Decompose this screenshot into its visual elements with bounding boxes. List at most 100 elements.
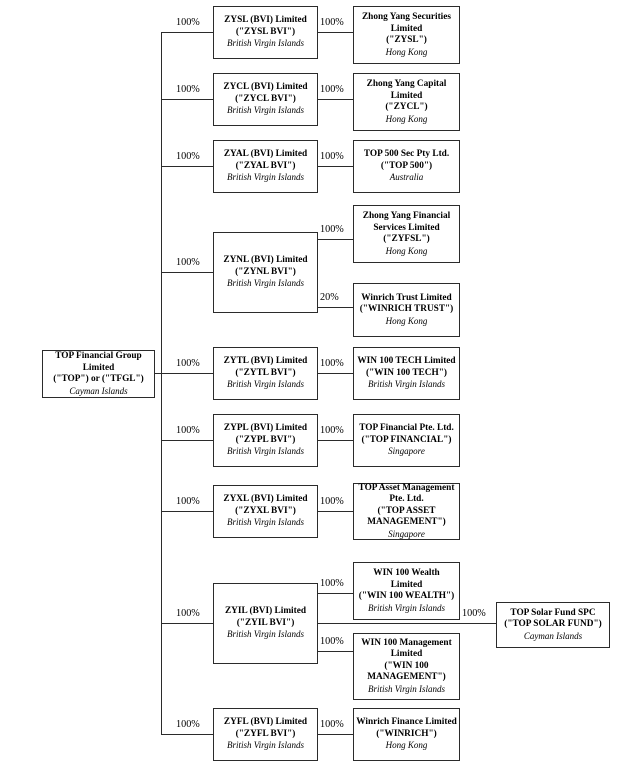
entity-name-line-1: WIN 100 TECH Limited <box>357 356 456 367</box>
connector-zyil-to-win100mgmt <box>318 651 354 653</box>
node-winrich-trust[interactable]: Winrich Trust Limited ("WINRICH TRUST") … <box>353 283 460 337</box>
entity-name-line-2: Services Limited <box>373 222 440 233</box>
pct-zynl-to-winrichtrust: 20% <box>320 292 339 303</box>
entity-jurisdiction: British Virgin Islands <box>226 629 304 640</box>
connector-zypl-to-topfinancial <box>318 440 354 442</box>
connector-zynl-to-zyfsl <box>318 239 354 241</box>
node-top-financial-pte[interactable]: TOP Financial Pte. Ltd. ("TOP FINANCIAL"… <box>353 414 460 467</box>
node-top-solar-fund[interactable]: TOP Solar Fund SPC ("TOP SOLAR FUND") Ca… <box>496 602 610 648</box>
node-win-100-management[interactable]: WIN 100 Management Limited ("WIN 100 MAN… <box>353 633 460 700</box>
node-zyal-bvi[interactable]: ZYAL (BVI) Limited ("ZYAL BVI") British … <box>213 140 318 193</box>
entity-jurisdiction: British Virgin Islands <box>226 517 304 528</box>
node-zhong-yang-securities[interactable]: Zhong Yang Securities Limited ("ZYSL") H… <box>353 6 460 64</box>
node-zynl-bvi[interactable]: ZYNL (BVI) Limited ("ZYNL BVI") British … <box>213 232 318 313</box>
entity-jurisdiction: British Virgin Islands <box>367 602 445 613</box>
connector-zyil-to-win100wealth <box>318 593 354 595</box>
entity-jurisdiction: Hong Kong <box>385 740 428 751</box>
entity-jurisdiction: British Virgin Islands <box>226 379 304 390</box>
pct-top-to-zysl: 100% <box>176 17 200 28</box>
node-zhong-yang-capital[interactable]: Zhong Yang Capital Limited ("ZYCL") Hong… <box>353 73 460 131</box>
entity-name: ZYIL (BVI) Limited <box>224 606 307 617</box>
root-jurisdiction: Cayman Islands <box>69 385 128 396</box>
pct-zyal-to-top500: 100% <box>320 151 344 162</box>
entity-jurisdiction: British Virgin Islands <box>226 278 304 289</box>
entity-name-line-1: Zhong Yang Capital <box>366 78 447 89</box>
entity-jurisdiction: British Virgin Islands <box>226 38 304 49</box>
pct-zysl-to-zyslop: 100% <box>320 17 344 28</box>
entity-name: ZYPL (BVI) Limited <box>223 423 308 434</box>
entity-jurisdiction: British Virgin Islands <box>226 740 304 751</box>
node-top-500-sec[interactable]: TOP 500 Sec Pty Ltd. ("TOP 500") Austral… <box>353 140 460 193</box>
entity-alias: ("ZYNL BVI") <box>235 266 296 277</box>
entity-alias: ("TOP 500") <box>380 160 433 171</box>
connector-trunk-zysl <box>161 32 215 34</box>
node-zytl-bvi[interactable]: ZYTL (BVI) Limited ("ZYTL BVI") British … <box>213 347 318 400</box>
entity-alias: ("TOP FINANCIAL") <box>361 434 452 445</box>
entity-alias: ("WIN 100 TECH") <box>366 367 447 378</box>
node-win-100-tech[interactable]: WIN 100 TECH Limited ("WIN 100 TECH") Br… <box>353 347 460 400</box>
entity-name: ZYNL (BVI) Limited <box>223 255 308 266</box>
pct-zypl-to-topfinancial: 100% <box>320 425 344 436</box>
node-zyfl-bvi[interactable]: ZYFL (BVI) Limited ("ZYFL BVI") British … <box>213 708 318 761</box>
trunk-vertical-main <box>161 32 163 734</box>
node-zycl-bvi[interactable]: ZYCL (BVI) Limited ("ZYCL BVI") British … <box>213 73 318 126</box>
entity-alias: ("TOP SOLAR FUND") <box>504 619 602 630</box>
entity-jurisdiction: Hong Kong <box>385 113 428 124</box>
entity-alias-line-1: ("WIN 100 <box>384 660 429 671</box>
node-zysl-bvi[interactable]: ZYSL (BVI) Limited ("ZYSL BVI") British … <box>213 6 318 59</box>
pct-zytl-to-win100tech: 100% <box>320 358 344 369</box>
entity-name: ZYFL (BVI) Limited <box>223 717 308 728</box>
connector-trunk-zycl <box>161 99 215 101</box>
connector-trunk-zytl <box>161 373 215 375</box>
pct-top-to-zyfl: 100% <box>176 719 200 730</box>
entity-alias: ("ZYSL") <box>386 35 427 46</box>
entity-name-line-1: TOP Asset Management <box>358 482 455 493</box>
entity-name: ZYCL (BVI) Limited <box>223 82 308 93</box>
entity-name-line-2: Limited <box>390 579 423 590</box>
entity-jurisdiction: British Virgin Islands <box>367 379 445 390</box>
entity-alias: ("ZYSL BVI") <box>235 26 296 37</box>
entity-alias: ("WINRICH TRUST") <box>359 304 454 315</box>
pct-top-to-zytl: 100% <box>176 358 200 369</box>
connector-zytl-to-win100tech <box>318 373 354 375</box>
node-winrich-finance[interactable]: Winrich Finance Limited ("WINRICH") Hong… <box>353 708 460 761</box>
connector-trunk-zyil <box>161 623 215 625</box>
node-win-100-wealth[interactable]: WIN 100 Wealth Limited ("WIN 100 WEALTH"… <box>353 562 460 620</box>
pct-zycl-to-zyclop: 100% <box>320 84 344 95</box>
pct-zyil-to-topsolar: 100% <box>462 608 486 619</box>
entity-jurisdiction: Cayman Islands <box>523 630 583 641</box>
entity-name: ZYXL (BVI) Limited <box>223 494 308 505</box>
entity-alias: ("WIN 100 WEALTH") <box>358 591 455 602</box>
node-zypl-bvi[interactable]: ZYPL (BVI) Limited ("ZYPL BVI") British … <box>213 414 318 467</box>
node-top-asset-management[interactable]: TOP Asset Management Pte. Ltd. ("TOP ASS… <box>353 483 460 540</box>
connector-zyil-to-topsolar <box>318 623 496 625</box>
pct-top-to-zycl: 100% <box>176 84 200 95</box>
connector-zyfl-to-winrichfinance <box>318 734 354 736</box>
node-zhong-yang-financial-services[interactable]: Zhong Yang Financial Services Limited ("… <box>353 205 460 263</box>
entity-name-line-1: TOP 500 Sec Pty Ltd. <box>363 149 450 160</box>
node-zyil-bvi[interactable]: ZYIL (BVI) Limited ("ZYIL BVI") British … <box>213 583 318 664</box>
entity-alias: ("ZYXL BVI") <box>235 505 296 516</box>
connector-zynl-to-winrichtrust <box>318 307 354 309</box>
node-top-financial-group[interactable]: TOP Financial Group Limited ("TOP") or (… <box>42 350 155 398</box>
entity-name-line-1: Zhong Yang Securities <box>361 11 452 22</box>
pct-zyfl-to-winrichfinance: 100% <box>320 719 344 730</box>
connector-zysl-to-zyslop <box>318 32 354 34</box>
node-zyxl-bvi[interactable]: ZYXL (BVI) Limited ("ZYXL BVI") British … <box>213 485 318 538</box>
entity-jurisdiction: Singapore <box>388 528 425 539</box>
entity-jurisdiction: Hong Kong <box>385 46 428 57</box>
entity-name-line-1: TOP Solar Fund SPC <box>510 607 596 618</box>
pct-top-to-zyil: 100% <box>176 608 200 619</box>
connector-trunk-zynl <box>161 272 215 274</box>
root-name-line-1: TOP Financial Group <box>55 350 142 361</box>
root-name-line-2: Limited <box>82 362 115 373</box>
entity-jurisdiction: British Virgin Islands <box>226 105 304 116</box>
entity-name-line-2: Limited <box>390 90 423 101</box>
entity-name-line-2: Limited <box>390 23 423 34</box>
root-alias: ("TOP") or ("TFGL") <box>53 374 144 385</box>
pct-top-to-zypl: 100% <box>176 425 200 436</box>
entity-alias: ("ZYFL BVI") <box>235 728 296 739</box>
connector-trunk-zypl <box>161 440 215 442</box>
entity-name: ZYAL (BVI) Limited <box>223 149 308 160</box>
entity-jurisdiction: Australia <box>389 172 424 183</box>
